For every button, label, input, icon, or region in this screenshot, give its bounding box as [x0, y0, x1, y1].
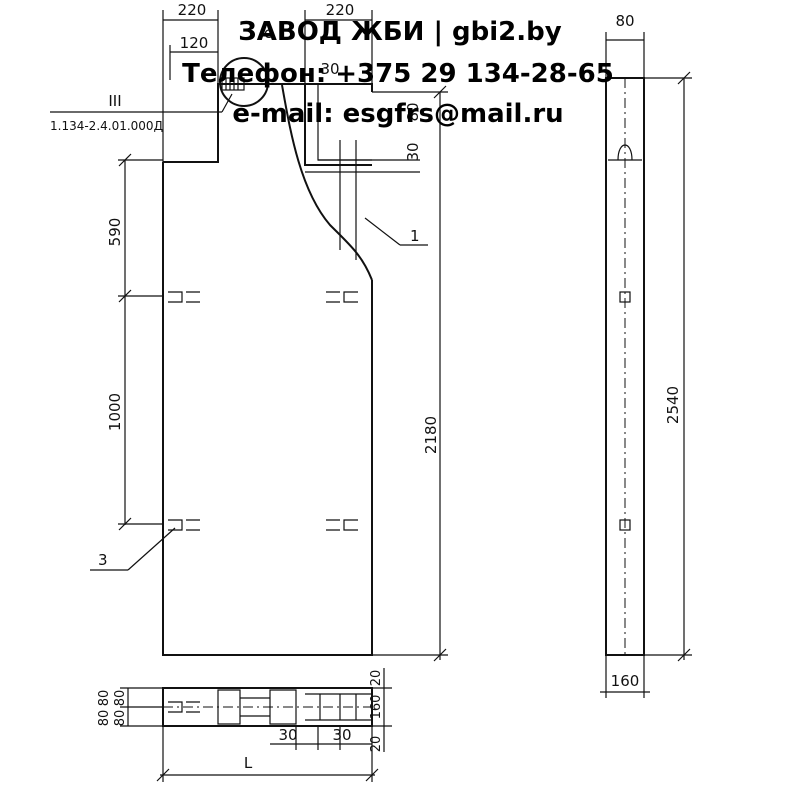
plan-view: 80 80 80 80 20 160 20 30 30 L — [97, 668, 392, 782]
plan-dim-20a: 20 — [369, 670, 384, 687]
plan-dim-160: 160 — [369, 695, 384, 720]
break-line — [281, 84, 373, 281]
side-dim-2540: 2540 — [664, 386, 682, 424]
dim-220-left: 220 — [178, 1, 207, 19]
left-dimension-chain: 590 1000 — [106, 153, 163, 531]
dim-80-right: 80 — [404, 102, 422, 121]
detail-circle — [219, 57, 269, 107]
panel-top-notch — [304, 84, 372, 166]
plan-dim-80d: 80 — [113, 710, 128, 727]
front-view: 590 1000 2180 220 120 220 с 30 — [50, 1, 448, 662]
section-mark: III 1.134-2.4.01.000Д — [50, 92, 233, 133]
side-dim-160: 160 — [611, 672, 640, 690]
callout-1-label: 1 — [410, 227, 420, 245]
side-view: 80 2540 160 — [600, 12, 692, 698]
side-embed-bottom — [619, 519, 631, 531]
plan-dim-30a: 30 — [278, 726, 297, 744]
banner-phone: Телефон: +375 29 134-28-65 — [182, 59, 614, 89]
right-dimension: 2180 — [372, 85, 448, 662]
section-numeral: III — [108, 92, 121, 110]
panel-outline — [162, 83, 373, 656]
side-embed-top — [619, 291, 631, 303]
dim-1000: 1000 — [106, 393, 124, 431]
embed-bottom-right — [326, 519, 358, 531]
dim-30-right: 30 — [404, 142, 422, 161]
banner-email: e-mail: esgfrs@mail.ru — [232, 99, 563, 129]
label-c: с — [264, 24, 272, 42]
plan-dim-20b: 20 — [369, 736, 384, 753]
embed-bottom-left — [168, 519, 200, 531]
callout-3: 3 — [90, 527, 176, 571]
plan-dim-30b: 30 — [332, 726, 351, 744]
plan-dim-80c: 80 — [97, 710, 112, 727]
top-dimensions: 220 120 220 с 30 30 80 — [162, 1, 422, 173]
side-dim-80: 80 — [615, 12, 634, 30]
dim-120: 120 — [180, 34, 209, 52]
dim-2180: 2180 — [422, 416, 440, 454]
plan-dim-80b: 80 — [113, 690, 128, 707]
plan-dim-80a: 80 — [97, 690, 112, 707]
banner-company: ЗАВОД ЖБИ | gbi2.by — [238, 17, 561, 47]
dim-220-right: 220 — [326, 1, 355, 19]
dim-590: 590 — [106, 218, 124, 247]
callout-1: 1 — [364, 217, 428, 246]
callout-3-label: 3 — [98, 551, 108, 569]
embed-top-left — [168, 291, 200, 303]
dim-30-top: 30 — [320, 60, 339, 78]
section-ref: 1.134-2.4.01.000Д — [50, 119, 163, 133]
company-banner: ЗАВОД ЖБИ | gbi2.by Телефон: +375 29 134… — [182, 17, 614, 129]
embed-top-right — [326, 291, 358, 303]
plan-dim-L: L — [244, 754, 253, 772]
